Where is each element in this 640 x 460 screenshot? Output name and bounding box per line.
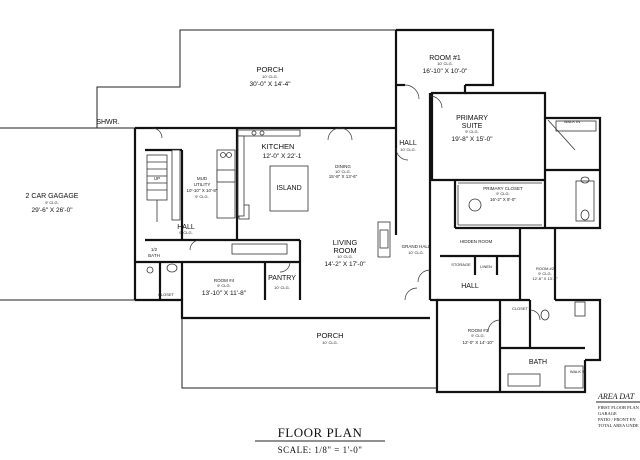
label-walk-in: WALK IN [564, 119, 580, 124]
svg-text:10' CLG.: 10' CLG. [337, 254, 353, 259]
svg-text:HALL: HALL [177, 224, 195, 231]
svg-text:PORCH: PORCH [316, 331, 343, 340]
svg-text:PORCH: PORCH [256, 65, 283, 74]
svg-text:1/2: 1/2 [151, 247, 158, 252]
drawing-scale: SCALE: 1/8" = 1'-0" [278, 445, 363, 455]
room-half-bath: 1/2 BATH [148, 247, 160, 258]
svg-text:9' CLG.: 9' CLG. [471, 333, 484, 338]
svg-text:ROOM #2: ROOM #2 [536, 266, 555, 271]
svg-text:PRIMARY: PRIMARY [456, 115, 488, 122]
svg-text:ROOM #4: ROOM #4 [214, 278, 235, 283]
svg-text:9' CLG.: 9' CLG. [465, 129, 478, 134]
svg-text:10' CLG.: 10' CLG. [408, 250, 424, 255]
area-line-1: FIRST FLOOR PLAN [598, 405, 640, 410]
svg-text:BATH: BATH [148, 253, 160, 258]
label-bath: BATH [529, 359, 547, 366]
svg-text:10' CLG.: 10' CLG. [274, 285, 290, 290]
room-porch-top: PORCH 10' CLG. 30'-0" X 14'-4" [249, 65, 291, 88]
room-hall-upper: HALL 10' CLG. [399, 140, 417, 152]
svg-text:14'-2" X 17'-0": 14'-2" X 17'-0" [324, 261, 366, 268]
svg-text:12'-0" X 22'-1: 12'-0" X 22'-1 [263, 153, 302, 160]
svg-text:30'-0" X 14'-4": 30'-0" X 14'-4" [249, 81, 291, 88]
svg-text:9' CLG.: 9' CLG. [45, 200, 58, 205]
area-line-3: PATIO / FRONT EN [598, 417, 636, 422]
svg-text:MUD: MUD [197, 176, 208, 181]
exterior-walls [0, 28, 602, 394]
room-garage: 2 CAR GAGAGE 9' CLG. 29'-6" X 26'-0" [26, 193, 79, 214]
svg-text:UTILITY: UTILITY [194, 182, 211, 187]
room-1: ROOM #1 10' CLG. 16'-10" X 10'-0" [423, 55, 468, 75]
svg-text:12'-6" X 13'-0": 12'-6" X 13'-0" [532, 276, 558, 281]
label-closet-lower: CLOSET [512, 306, 529, 311]
svg-text:PANTRY: PANTRY [268, 275, 296, 282]
svg-text:10' CLG.: 10' CLG. [437, 61, 453, 66]
room-pantry: PANTRY 10' CLG. [268, 275, 296, 290]
svg-text:10' CLG.: 10' CLG. [400, 147, 416, 152]
svg-text:PRIMARY CLOSET: PRIMARY CLOSET [483, 186, 523, 191]
svg-text:SUITE: SUITE [462, 123, 483, 130]
svg-text:15'-8" X 13'-6": 15'-8" X 13'-6" [329, 174, 358, 179]
area-line-2: GARAGE [598, 411, 617, 416]
svg-text:16'-2" X 8'-0": 16'-2" X 8'-0" [490, 197, 516, 202]
room-3: ROOM #3 9' CLG. 12'-0" X 14'-10" [463, 328, 494, 345]
room-dining: DINING 10' CLG. 15'-8" X 13'-6" [329, 164, 358, 179]
label-closet-left: CLOSET [158, 292, 175, 297]
svg-text:LIVING: LIVING [333, 238, 358, 247]
room-porch-bottom: PORCH 10' CLG. [316, 331, 343, 345]
area-data-heading: AREA DAT [597, 392, 635, 401]
label-island: ISLAND [276, 185, 301, 192]
fixtures [146, 84, 597, 389]
room-2: ROOM #2 9' CLG. 12'-6" X 13'-0" [532, 266, 558, 281]
room-4: ROOM #4 9' CLG. 13'-10" X 11'-8" [202, 278, 247, 297]
svg-text:9' CLG.: 9' CLG. [496, 191, 509, 196]
svg-text:10' CLG.: 10' CLG. [262, 74, 278, 79]
svg-text:10' CLG.: 10' CLG. [335, 169, 351, 174]
svg-text:HALL: HALL [399, 140, 417, 147]
label-hall-lower: HALL [461, 283, 479, 290]
label-walk-in-lower: WALK IN [570, 369, 586, 374]
svg-text:9' CLG.: 9' CLG. [217, 283, 230, 288]
room-mud-utility: MUD UTILITY 10'-10" X 10'-8" 9' CLG. [187, 176, 218, 199]
room-hall-left: HALL 9' CLG. [177, 224, 195, 235]
svg-text:ROOM #3: ROOM #3 [468, 328, 489, 333]
area-data-block: AREA DAT FIRST FLOOR PLAN GARAGE PATIO /… [596, 392, 640, 428]
label-storage: STORAGE [451, 262, 471, 267]
svg-text:GRAND HALL: GRAND HALL [402, 244, 431, 249]
svg-text:KITCHEN: KITCHEN [262, 142, 295, 151]
svg-text:16'-10" X 10'-0": 16'-10" X 10'-0" [423, 68, 468, 75]
svg-text:12'-0" X 14'-10": 12'-0" X 14'-10" [463, 340, 494, 345]
svg-text:9' CLG.: 9' CLG. [179, 230, 192, 235]
svg-text:DINING: DINING [335, 164, 351, 169]
interior-walls [135, 93, 600, 392]
label-shower: SHWR. [96, 119, 119, 126]
svg-text:2 CAR GAGAGE: 2 CAR GAGAGE [26, 193, 79, 200]
label-hidden-room: HIDDEN ROOM [460, 239, 493, 244]
svg-text:10' CLG.: 10' CLG. [322, 340, 338, 345]
room-primary-suite: PRIMARY SUITE 9' CLG. 19'-8" X 15'-0" [451, 115, 493, 143]
drawing-title: FLOOR PLAN [278, 425, 363, 440]
room-primary-closet: PRIMARY CLOSET 9' CLG. 16'-2" X 8'-0" [483, 186, 523, 202]
svg-text:10'-10" X 10'-8": 10'-10" X 10'-8" [187, 188, 218, 193]
svg-text:29'-6" X 26'-0": 29'-6" X 26'-0" [31, 207, 73, 214]
room-grand-hall: GRAND HALL 10' CLG. [402, 244, 431, 255]
svg-text:ROOM: ROOM [333, 246, 356, 255]
svg-text:19'-8" X 15'-0": 19'-8" X 15'-0" [451, 136, 493, 143]
svg-text:9' CLG.: 9' CLG. [538, 271, 551, 276]
svg-text:9' CLG.: 9' CLG. [195, 194, 208, 199]
label-linen: LINEN [480, 264, 492, 269]
room-kitchen: KITCHEN 12'-0" X 22'-1 [262, 142, 302, 160]
svg-text:13'-10" X 11'-8": 13'-10" X 11'-8" [202, 290, 247, 297]
svg-text:ROOM #1: ROOM #1 [429, 55, 461, 62]
label-up: UP [154, 176, 160, 181]
room-living: LIVING ROOM 10' CLG. 14'-2" X 17'-0" [324, 238, 366, 268]
area-line-4: TOTAL AREA UNDE [598, 423, 639, 428]
